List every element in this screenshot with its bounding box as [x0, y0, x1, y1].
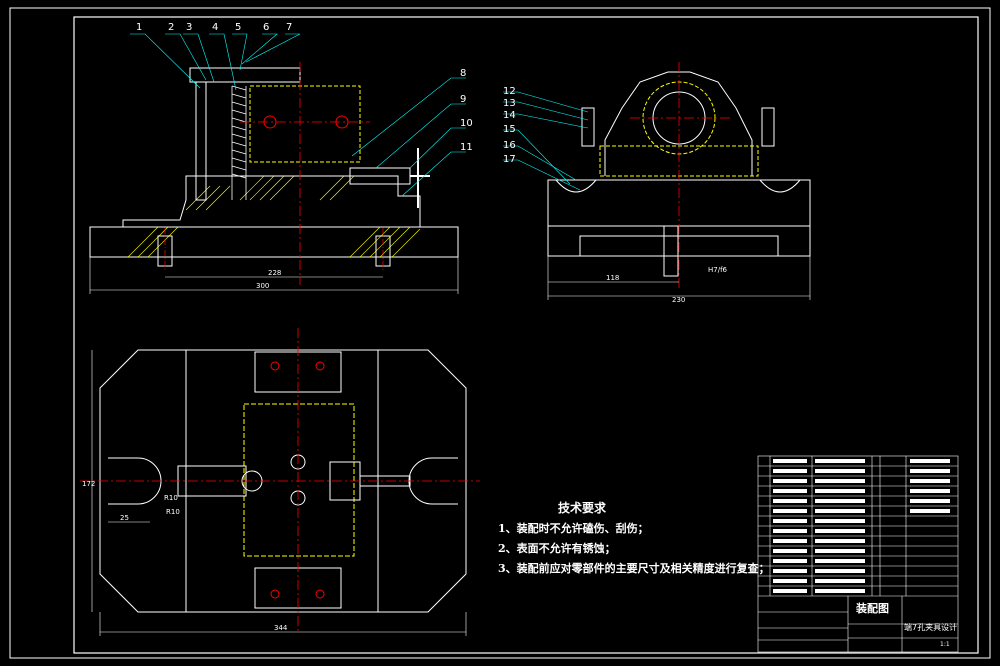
front-guide-pillar [195, 81, 207, 201]
top-outline [99, 349, 467, 613]
top-slot-right [408, 457, 458, 505]
part-label-14: 14 [503, 110, 516, 121]
part-label-4: 4 [212, 22, 218, 33]
front-clamp-arm [189, 67, 301, 83]
top-workpiece [243, 403, 355, 557]
outer-frame [9, 7, 991, 659]
part-label-16: 16 [503, 140, 516, 151]
title-block-subtitle: 端7孔夹具设计 [904, 622, 957, 632]
side-dim-left: 118 [606, 274, 619, 282]
top-view: 172 344 R10 R10 25 [80, 328, 480, 636]
top-dim-offset: 25 [120, 514, 129, 522]
front-dim-overall: 300 [256, 282, 269, 290]
top-dim-width: 344 [274, 624, 288, 632]
front-body [122, 175, 421, 227]
part-label-12: 12 [503, 86, 516, 97]
technical-requirements-title: 技术要求 [558, 501, 607, 515]
part-label-1: 1 [136, 22, 142, 33]
top-dim-slot2: R10 [166, 508, 180, 516]
front-spring [231, 85, 247, 200]
top-dim-slot: R10 [164, 494, 178, 502]
technical-requirement-1: 1、装配时不允许磕伤、刮伤； [498, 522, 649, 535]
part-label-9: 9 [460, 94, 466, 105]
front-base-plate [89, 226, 459, 258]
part-label-6: 6 [263, 22, 269, 33]
part-label-8: 8 [460, 68, 466, 79]
title-block-drawing-name: 装配图 [855, 601, 889, 615]
title-block-cells [773, 459, 950, 593]
top-dim-height: 172 [82, 480, 95, 488]
part-label-11: 11 [460, 142, 473, 153]
side-view: 118 H7/f6 230 [547, 62, 811, 304]
front-section-hatch [127, 175, 421, 258]
part-label-15: 15 [503, 124, 516, 135]
part-label-17: 17 [503, 154, 516, 165]
front-workpiece [249, 85, 361, 163]
title-block-scale: 1:1 [940, 641, 950, 648]
side-bracket [604, 71, 753, 176]
part-label-10: 10 [460, 118, 473, 129]
technical-requirement-3: 3、装配前应对零部件的主要尺寸及相关精度进行复查； [498, 562, 770, 575]
inner-frame [73, 16, 979, 654]
side-dim-overall: 230 [672, 296, 685, 304]
part-label-2: 2 [168, 22, 174, 33]
part-label-13: 13 [503, 98, 516, 109]
part-label-7: 7 [286, 22, 292, 33]
part-label-3: 3 [186, 22, 192, 33]
side-dim-fit: H7/f6 [708, 266, 728, 274]
title-block [757, 455, 959, 653]
front-dim-inner: 228 [268, 269, 281, 277]
front-leaders [130, 33, 466, 197]
technical-requirement-2: 2、表面不允许有锈蚀； [498, 542, 616, 555]
part-label-5: 5 [235, 22, 241, 33]
side-leaders [503, 91, 589, 191]
front-view: 228 300 [89, 62, 459, 294]
